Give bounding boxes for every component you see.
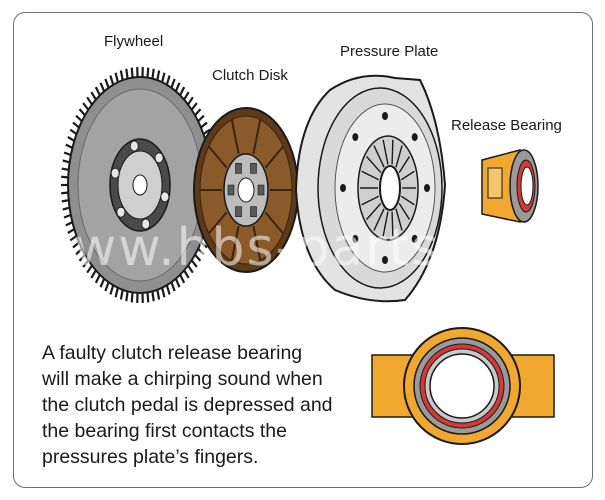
pressure-plate-holes xyxy=(340,112,430,264)
caption-line: the clutch pedal is depressed and xyxy=(42,394,333,416)
caption-line: the bearing first contacts the xyxy=(42,420,287,442)
caption-line: A faulty clutch release bearing xyxy=(42,342,303,364)
clutch-disk-springs xyxy=(227,163,265,217)
pressure-plate-label: Pressure Plate xyxy=(340,43,439,60)
pressure-plate-fingers xyxy=(360,139,416,237)
release-bearing-small-graphic xyxy=(481,149,539,223)
caption-line: will make a chirping sound when xyxy=(42,368,323,390)
clutch-disk-graphic xyxy=(193,107,299,273)
clutch-disk-grooves xyxy=(200,119,292,261)
flywheel-bolts xyxy=(110,140,170,230)
caption-text: A faulty clutch release bearing will mak… xyxy=(42,340,362,470)
caption-line: pressures plate’s fingers. xyxy=(42,446,259,468)
clutch-disk-label: Clutch Disk xyxy=(212,67,288,84)
flywheel-graphic xyxy=(61,67,219,303)
pressure-plate-graphic xyxy=(294,74,447,303)
release-bearing-label: Release Bearing xyxy=(451,117,562,134)
flywheel-label: Flywheel xyxy=(104,33,164,50)
release-bearing-large-graphic xyxy=(371,327,555,445)
